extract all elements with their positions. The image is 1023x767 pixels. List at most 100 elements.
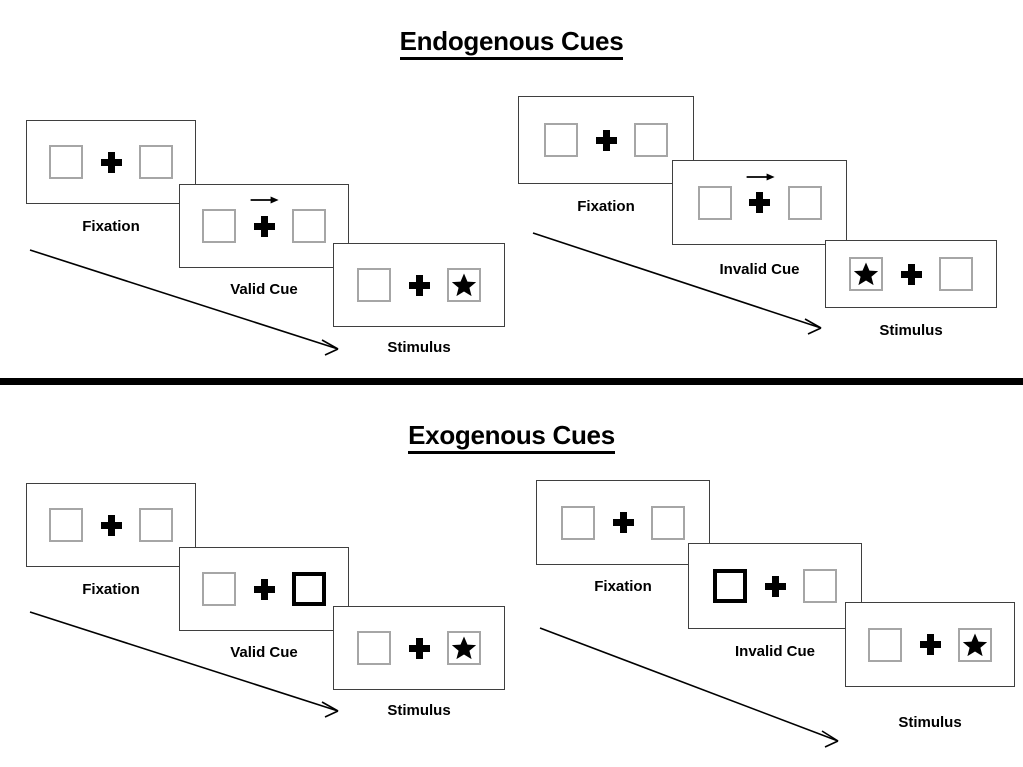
caption-exo-invalid-cue: Invalid Cue [734,643,816,660]
fixation-plus-icon [915,628,945,662]
placeholder-box-right [447,631,481,665]
section-title-endogenous: Endogenous Cues [0,26,1023,60]
panel-exo-valid-stimulus [333,606,505,690]
time-arrow-exo-valid [29,611,339,718]
fixation-plus-icon [896,257,926,291]
panel-endo-invalid-cue [672,160,847,245]
placeholder-box-right [803,569,837,603]
section-exogenous: Exogenous Cues Fixation Valid Cue [0,385,1023,767]
plus-horizontal-bar [253,222,275,230]
plus-horizontal-bar [919,641,941,648]
plus-horizontal-bar [253,585,275,593]
plus-horizontal-bar [612,519,634,526]
placeholder-box-left [357,268,391,302]
display-endo-invalid-stimulus [849,257,973,291]
fixation-plus-icon [404,268,434,302]
fixation-plus-icon [96,508,126,542]
placeholder-box-left [697,185,732,220]
panel-exo-invalid-cue [688,543,862,629]
star-icon [853,262,879,286]
caption-endo-valid-fixation: Fixation [82,218,140,235]
panel-exo-invalid-fixation [536,480,710,565]
placeholder-box-right [939,257,973,291]
fixation-plus-icon [591,123,621,157]
panel-exo-valid-fixation [26,483,196,567]
caption-endo-valid-stimulus: Stimulus [387,339,451,356]
display-endo-valid-stimulus [357,268,481,302]
placeholder-box-right [139,145,173,179]
placeholder-box-right [958,627,992,662]
placeholder-box-right [634,123,668,157]
display-endo-valid-cue [202,196,326,243]
caption-endo-invalid-fixation: Fixation [577,198,635,215]
placeholder-box-right [787,185,822,220]
placeholder-box-left [357,631,391,665]
fixation-plus-icon [745,173,775,220]
display-endo-valid-fixation [49,145,173,179]
placeholder-box-left [561,505,595,540]
plus-horizontal-bar [408,281,430,289]
panel-endo-invalid-fixation [518,96,694,184]
section-title-exogenous: Exogenous Cues [0,420,1023,454]
star-icon [451,636,477,660]
section-title-endogenous-text: Endogenous Cues [399,26,624,60]
caption-exo-valid-fixation: Fixation [82,581,140,598]
placeholder-box-left [544,123,578,157]
caption-exo-invalid-fixation: Fixation [594,578,652,595]
display-exo-invalid-fixation [561,505,685,540]
panel-endo-valid-stimulus [333,243,505,327]
thick-box-outline-icon [292,572,326,606]
placeholder-box-left [49,508,83,542]
plus-horizontal-bar [749,199,770,206]
caption-exo-valid-stimulus: Stimulus [387,702,451,719]
placeholder-box-left [868,627,902,662]
placeholder-box-right [139,508,173,542]
fixation-plus-icon [608,506,638,540]
plus-horizontal-bar [900,270,922,278]
star-icon [451,273,477,297]
time-arrow-exo-invalid [539,627,839,748]
display-endo-invalid-cue [697,173,822,220]
caption-exo-valid-cue: Valid Cue [230,644,298,661]
placeholder-box-right [651,505,685,540]
section-title-exogenous-text: Exogenous Cues [408,420,615,454]
right-arrow-icon [746,173,775,180]
panel-endo-invalid-stimulus [825,240,997,308]
caption-endo-invalid-stimulus: Stimulus [879,322,943,339]
display-exo-invalid-stimulus [868,627,992,662]
display-exo-valid-stimulus [357,631,481,665]
placeholder-box-left [49,145,83,179]
caption-endo-valid-cue: Valid Cue [230,281,298,298]
time-arrow-endo-invalid [532,232,822,335]
placeholder-box-left [849,257,883,291]
placeholder-box-right [292,209,326,243]
plus-horizontal-bar [100,521,122,529]
panel-endo-valid-fixation [26,120,196,204]
time-arrow-endo-valid [29,249,339,356]
display-exo-invalid-cue [713,569,837,603]
display-endo-invalid-fixation [544,123,668,157]
plus-horizontal-bar [408,644,430,652]
display-exo-valid-fixation [49,508,173,542]
panel-exo-invalid-stimulus [845,602,1015,687]
panel-exo-valid-cue [179,547,349,631]
right-arrow-icon [250,196,279,204]
star-icon [962,633,988,656]
placeholder-box-right [447,268,481,302]
fixation-plus-icon [249,196,279,243]
caption-exo-invalid-stimulus: Stimulus [898,714,962,731]
fixation-plus-icon [96,145,126,179]
placeholder-box-left [202,572,236,606]
plus-horizontal-bar [100,158,122,166]
section-divider [0,378,1023,385]
fixation-plus-icon [760,569,790,603]
thick-box-outline-icon [713,569,747,603]
caption-endo-invalid-cue: Invalid Cue [719,261,800,278]
display-exo-valid-cue [202,572,326,606]
placeholder-box-left [202,209,236,243]
panel-endo-valid-cue [179,184,349,268]
plus-horizontal-bar [595,136,617,144]
plus-horizontal-bar [764,582,786,590]
fixation-plus-icon [404,631,434,665]
fixation-plus-icon [249,572,279,606]
